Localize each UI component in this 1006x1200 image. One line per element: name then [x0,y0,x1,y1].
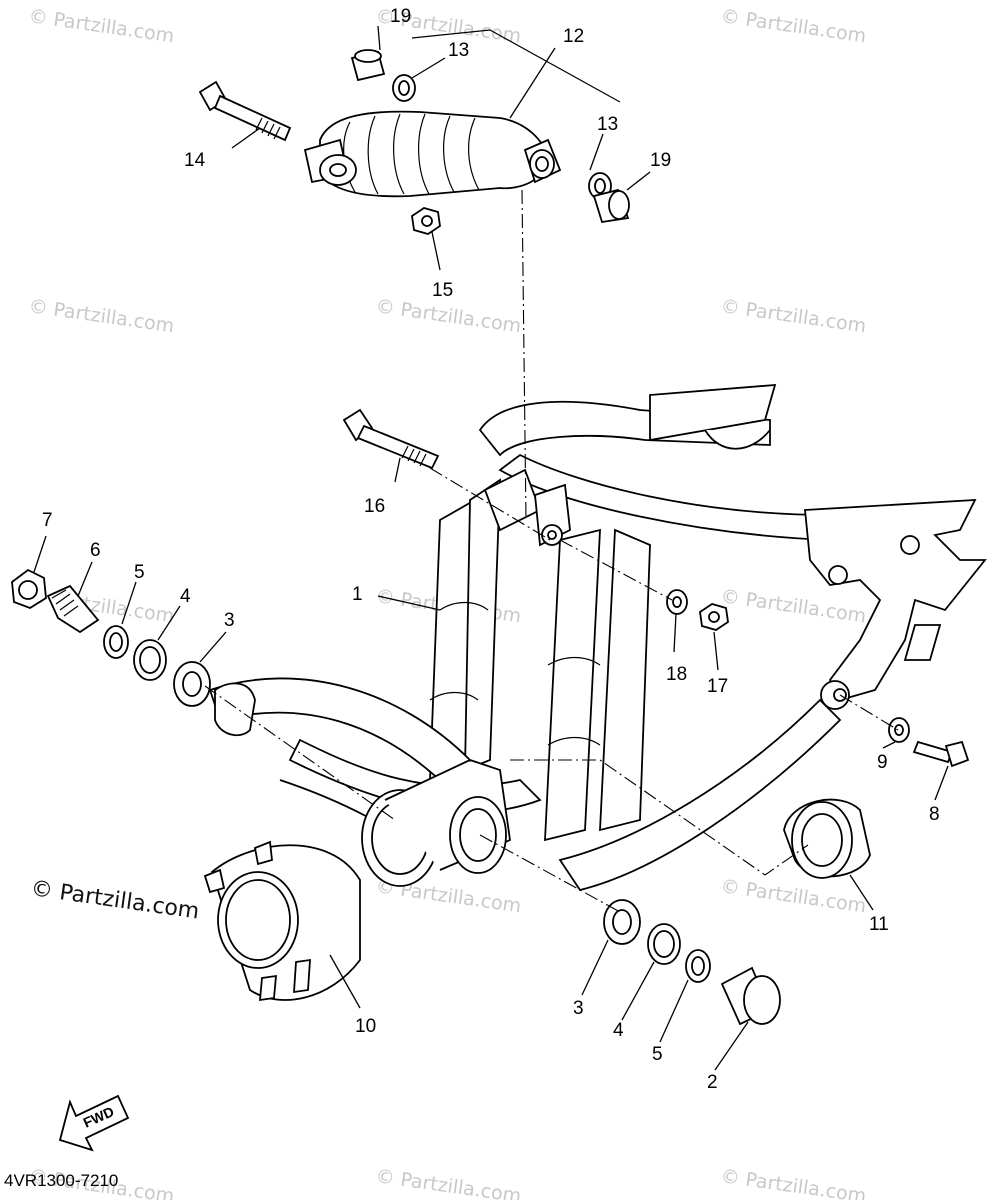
pivot-cover [203,840,361,1002]
fwd-arrow: FWD [58,1094,130,1152]
callout-4: 4 [613,1020,624,1041]
watermark: © Partzilla.com [374,1165,522,1200]
callout-11: 11 [869,914,889,935]
callout-4: 4 [180,586,191,607]
callout-labels: 19 13 12 13 19 14 15 16 1 7 6 5 4 3 18 1… [42,6,940,1093]
watermark: © Partzilla.com [374,295,522,337]
callout-13: 13 [597,114,618,135]
pivot-bushing [783,798,871,879]
callout-7: 7 [42,510,53,531]
right-pivot-hardware [603,899,781,1026]
left-pivot-hardware [11,568,211,707]
watermark: © Partzilla.com [719,1165,867,1200]
watermark: © Partzilla.com [27,5,175,47]
callout-9: 9 [877,752,888,773]
watermark: © Partzilla.com [27,295,175,337]
callout-3: 3 [224,610,235,631]
leader-lines [33,25,949,1071]
callout-15: 15 [432,280,453,301]
callout-13: 13 [448,40,469,61]
diagram-code: 4VR1300-7210 [4,1171,118,1190]
callout-18: 18 [666,664,687,685]
shock-hardware [198,49,970,768]
callout-12: 12 [563,26,584,47]
watermark: © Partzilla.com [719,585,867,627]
watermark-main: © Partzilla.com [29,876,201,924]
callout-17: 17 [707,676,728,697]
callout-19: 19 [390,6,411,27]
callout-5: 5 [134,562,145,583]
callout-6: 6 [90,540,101,561]
callout-2: 2 [707,1072,718,1093]
rear-shock-absorber [303,110,562,198]
callout-10: 10 [355,1016,376,1037]
callout-19: 19 [650,150,671,171]
swingarm-frame [208,383,987,892]
watermark: © Partzilla.com [719,295,867,337]
callout-16: 16 [364,496,385,517]
callout-14: 14 [184,150,206,171]
watermark: © Partzilla.com [719,875,867,917]
watermark: © Partzilla.com [719,5,867,47]
watermark: © Partzilla.com [27,585,175,627]
callout-1: 1 [352,584,363,605]
callout-8: 8 [929,804,940,825]
callout-5: 5 [652,1044,663,1065]
callout-3: 3 [573,998,584,1019]
